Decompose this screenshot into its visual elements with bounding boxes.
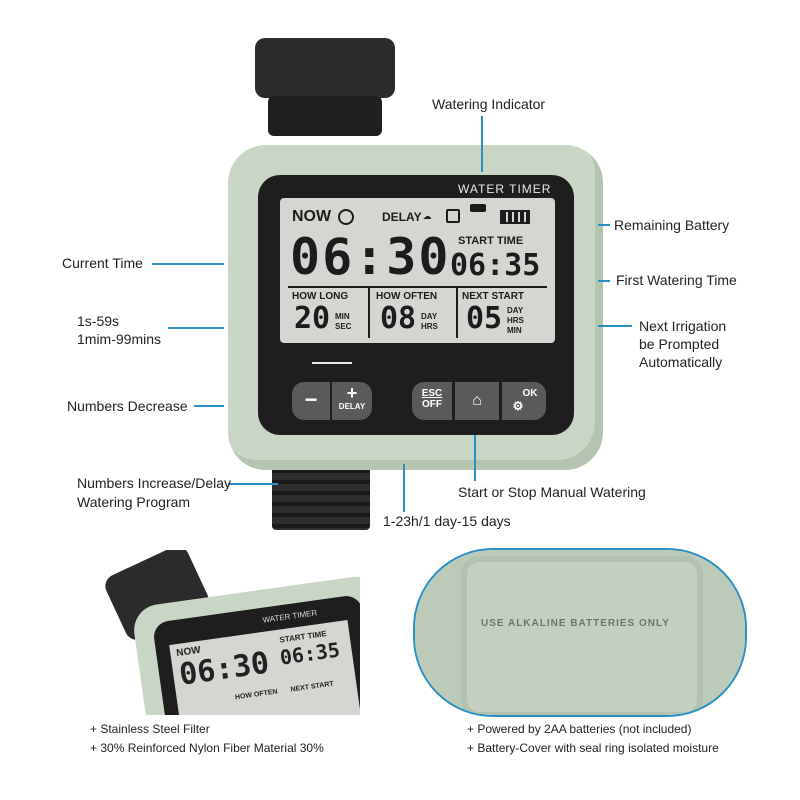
line-numbers-increase xyxy=(228,483,278,485)
battery-cover-text: USE ALKALINE BATTERIES ONLY xyxy=(481,618,670,629)
rain-cloud-icon: ☁ xyxy=(423,207,432,223)
faucet-button-icon: ⌂ xyxy=(472,392,482,409)
callout-numbers-decrease: Numbers Decrease xyxy=(67,398,188,414)
plus-label: + xyxy=(346,383,358,403)
line-first-watering xyxy=(598,280,610,282)
callout-remaining-battery: Remaining Battery xyxy=(614,217,730,233)
bullet-nylon-fiber: + 30% Reinforced Nylon Fiber Material 30… xyxy=(90,741,324,755)
faucet-icon xyxy=(470,204,486,212)
manual-water-button[interactable]: ⌂ xyxy=(455,382,499,420)
minus-button[interactable]: − xyxy=(292,382,330,420)
callout-first-watering-time: First Watering Time xyxy=(616,272,737,288)
next-start-unit-hrs: HRS xyxy=(507,316,524,325)
ok-settings-button[interactable]: OK ⚙ xyxy=(502,382,546,420)
gear-icon: ⚙ xyxy=(512,399,524,413)
how-long-value: 20 xyxy=(294,301,331,336)
plus-delay-button[interactable]: + DELAY xyxy=(332,382,372,420)
battery-icon xyxy=(500,210,530,224)
battery-cover: USE ALKALINE BATTERIES ONLY xyxy=(467,562,697,712)
bullet-powered-batteries: + Powered by 2AA batteries (not included… xyxy=(467,722,692,736)
start-time-display: 06:35 xyxy=(450,248,541,283)
clock-icon xyxy=(338,209,354,225)
how-often-label: HOW OFTEN xyxy=(376,291,438,302)
delay-label: DELAY xyxy=(382,210,422,224)
lcd-divider xyxy=(288,286,547,288)
start-time-label: START TIME xyxy=(458,235,524,247)
bottom-thread xyxy=(272,462,370,530)
line-numbers-decrease xyxy=(194,405,224,407)
top-connector xyxy=(255,38,395,98)
delay-button-label: DELAY xyxy=(338,402,366,411)
minus-label: − xyxy=(304,387,318,412)
line-current-time xyxy=(152,263,224,265)
mini-brand: WATER TIMER xyxy=(262,608,318,625)
lcd-col-divider-1 xyxy=(368,288,370,338)
mini-lcd: NOW 06:30 START TIME 06:35 HOW OFTEN NEX… xyxy=(169,620,360,715)
line-next-irrigation xyxy=(598,325,632,327)
next-start-unit-day: DAY xyxy=(507,306,524,315)
top-connector-neck xyxy=(268,96,382,136)
esc-off-button[interactable]: ESC OFF xyxy=(412,382,452,420)
mini-next-start: NEXT START xyxy=(290,680,335,694)
mini-how-often: HOW OFTEN xyxy=(234,688,279,702)
next-start-label: NEXT START xyxy=(462,291,525,302)
callout-range-seconds: 1s-59s xyxy=(77,313,120,329)
how-long-unit-min: MIN xyxy=(335,312,350,321)
mini-device-view: WATER TIMER NOW 06:30 START TIME 06:35 H… xyxy=(100,550,360,715)
next-start-value: 05 xyxy=(466,301,503,336)
lcd-display: NOW DELAY ☁ 06:30 START TIME 06:35 HOW L… xyxy=(280,198,555,343)
callout-next-irrigation-1: Next Irrigation xyxy=(639,318,727,334)
how-often-unit-hrs: HRS xyxy=(421,322,438,331)
line-start-stop xyxy=(474,435,476,481)
how-long-unit-sec: SEC xyxy=(335,322,352,331)
callout-numbers-increase-2: Watering Program xyxy=(77,494,191,510)
bullet-battery-cover: + Battery-Cover with seal ring isolated … xyxy=(467,741,719,755)
callout-next-irrigation-2: be Prompted xyxy=(639,336,720,352)
bullet-stainless-filter: + Stainless Steel Filter xyxy=(90,722,210,736)
ok-label: OK xyxy=(522,388,538,399)
how-often-unit-day: DAY xyxy=(421,312,438,321)
callout-range-minutes: 1mim-99mins xyxy=(77,331,162,347)
callout-watering-indicator: Watering Indicator xyxy=(432,96,546,112)
callout-current-time: Current Time xyxy=(62,255,143,271)
callout-numbers-increase-1: Numbers Increase/Delay xyxy=(77,475,232,491)
battery-cover-detail: USE ALKALINE BATTERIES ONLY xyxy=(413,548,747,717)
line-watering-indicator xyxy=(481,116,483,172)
callout-start-stop: Start or Stop Manual Watering xyxy=(458,484,646,500)
how-often-value: 08 xyxy=(380,301,417,336)
lock-icon xyxy=(446,209,460,223)
callout-next-irrigation-3: Automatically xyxy=(639,354,723,370)
line-range-days xyxy=(403,464,405,512)
now-label: NOW xyxy=(292,208,332,225)
brand-label: WATER TIMER xyxy=(458,182,552,196)
off-label: OFF xyxy=(422,399,442,410)
current-time-display: 06:30 xyxy=(290,228,451,286)
esc-label: ESC xyxy=(421,388,443,399)
line-range-minutes xyxy=(168,327,224,329)
line-remaining-battery xyxy=(598,224,610,226)
how-long-label: HOW LONG xyxy=(292,291,349,302)
lock-indicator-icon xyxy=(312,362,352,364)
callout-range-days: 1-23h/1 day-15 days xyxy=(383,513,511,529)
lcd-col-divider-2 xyxy=(456,288,458,338)
next-start-unit-min: MIN xyxy=(507,326,522,335)
